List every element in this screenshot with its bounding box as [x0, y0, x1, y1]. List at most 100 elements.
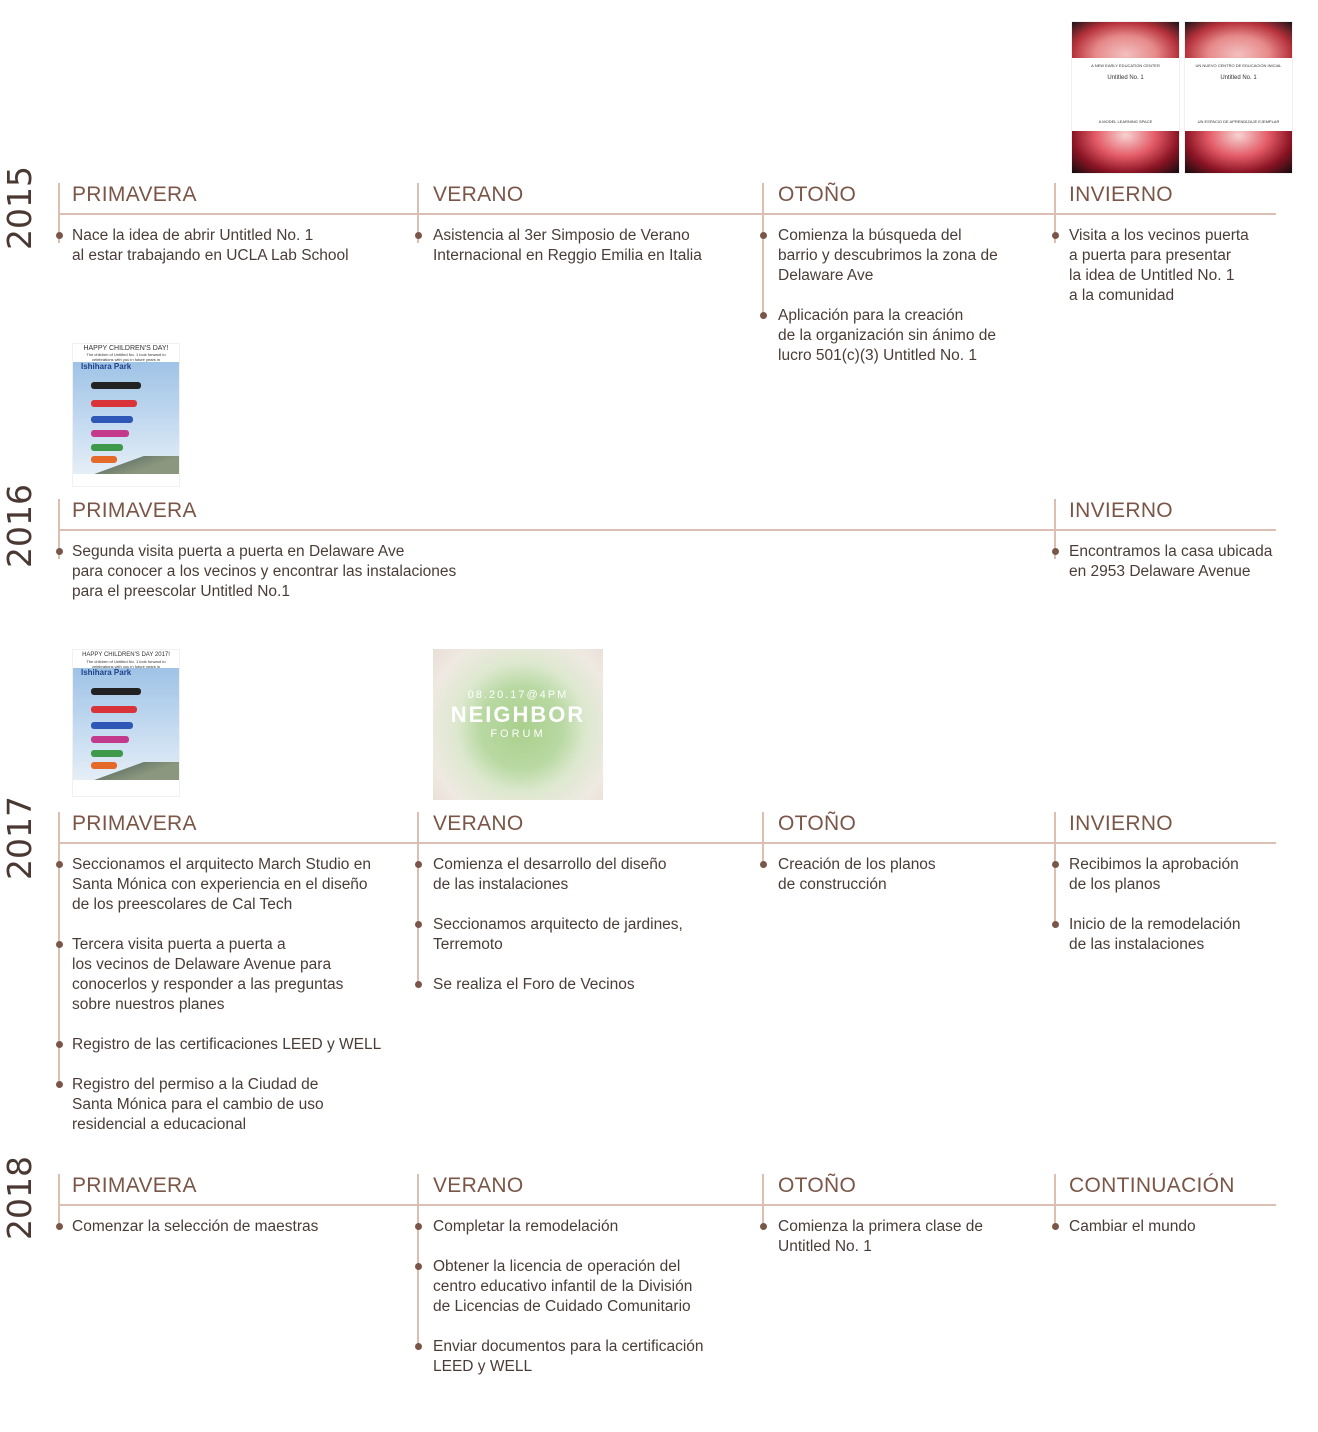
childrens-day-2017-poster: HAPPY CHILDREN'S DAY 2017! The children …	[72, 649, 180, 797]
park-name: Ishihara Park	[81, 362, 132, 371]
flower-photo-bottom	[1185, 131, 1292, 173]
flower-photo-bottom	[1072, 131, 1179, 173]
year-label-2017: 2017	[0, 796, 39, 880]
timeline-item: Registro de las certificaciones LEED y W…	[72, 1036, 382, 1053]
year-label-2015: 2015	[0, 166, 39, 250]
timeline-item: Se realiza el Foro de Vecinos	[433, 976, 635, 993]
koinobori-kite	[91, 736, 129, 743]
bullet-dot	[415, 1263, 422, 1270]
season-divider	[1054, 499, 1056, 559]
timeline-item: Cambiar el mundo	[1069, 1218, 1196, 1235]
timeline-line-2015	[58, 213, 1276, 215]
timeline-line-2017	[58, 842, 1276, 844]
bullet-dot	[56, 1041, 63, 1048]
flower-photo-top	[1185, 22, 1292, 58]
poster-title: HAPPY CHILDREN'S DAY 2017!	[82, 652, 170, 658]
timeline-item: Completar la remodelación	[433, 1218, 619, 1235]
season-divider	[417, 812, 419, 988]
season-heading-summer: VERANO	[433, 812, 524, 835]
flyer-footer: A MODEL LEARNING SPACE	[1098, 119, 1153, 124]
bullet-dot	[415, 1343, 422, 1350]
bullet-dot	[760, 312, 767, 319]
timeline-item: Comienza la búsqueda del barrio y descub…	[778, 227, 998, 284]
season-heading-winter: INVIERNO	[1069, 183, 1173, 206]
bullet-dot	[1052, 921, 1059, 928]
season-divider	[417, 1174, 419, 1350]
bullet-dot	[1052, 1223, 1059, 1230]
season-divider	[1054, 1174, 1056, 1230]
koinobori-kite	[91, 400, 137, 407]
forum-subtitle: FORUM	[490, 728, 546, 740]
season-divider	[58, 183, 60, 243]
bullet-dot	[415, 232, 422, 239]
season-heading-continuation: CONTINUACIÓN	[1069, 1174, 1235, 1197]
bullet-dot	[760, 1223, 767, 1230]
season-divider	[1054, 812, 1056, 928]
flyer-title: Untitled No. 1	[1220, 75, 1257, 81]
season-heading-winter: INVIERNO	[1069, 499, 1173, 522]
bullet-dot	[56, 548, 63, 555]
bullet-dot	[415, 921, 422, 928]
neighbor-forum-image: 08.20.17@4PM NEIGHBOR FORUM	[433, 649, 603, 800]
season-heading-spring: PRIMAVERA	[72, 812, 197, 835]
bullet-dot	[56, 232, 63, 239]
season-divider	[762, 1174, 764, 1230]
season-heading-autumn: OTOÑO	[778, 1174, 857, 1197]
bullet-dot	[1052, 548, 1059, 555]
poster-subtitle: The children of Untitled No. 1 look forw…	[86, 659, 166, 669]
season-heading-summer: VERANO	[433, 1174, 524, 1197]
timeline-item: Enviar documentos para la certificación …	[433, 1338, 704, 1375]
season-divider	[58, 1174, 60, 1230]
koinobori-kite	[91, 750, 123, 757]
flyer-heading: A NEW EARLY EDUCATION CENTER	[1091, 63, 1160, 68]
bullet-dot	[760, 232, 767, 239]
timeline-item: Recibimos la aprobación de los planos	[1069, 856, 1239, 893]
childrens-day-2016-poster: HAPPY CHILDREN'S DAY! The children of Un…	[72, 343, 180, 487]
timeline-item: Obtener la licencia de operación del cen…	[433, 1258, 693, 1315]
flyer-english-image: A NEW EARLY EDUCATION CENTER Untitled No…	[1071, 21, 1180, 174]
timeline-line-2018	[58, 1204, 1276, 1206]
mountain-silhouette	[73, 456, 179, 474]
season-heading-winter: INVIERNO	[1069, 812, 1173, 835]
park-name: Ishihara Park	[81, 668, 132, 677]
bullet-dot	[56, 1081, 63, 1088]
season-divider	[762, 183, 764, 319]
timeline-item: Encontramos la casa ubicada en 2953 Dela…	[1069, 543, 1273, 580]
timeline-item: Seccionamos el arquitecto March Studio e…	[72, 856, 371, 913]
year-label-2018: 2018	[0, 1156, 39, 1240]
timeline-item: Inicio de la remodelación de las instala…	[1069, 916, 1241, 953]
season-heading-spring: PRIMAVERA	[72, 499, 197, 522]
koinobori-kite	[91, 416, 133, 423]
bullet-dot	[56, 861, 63, 868]
season-heading-summer: VERANO	[433, 183, 524, 206]
season-divider	[58, 499, 60, 559]
season-heading-spring: PRIMAVERA	[72, 1174, 197, 1197]
timeline-item: Aplicación para la creación de la organi…	[778, 307, 996, 364]
timeline-item: Comenzar la selección de maestras	[72, 1218, 319, 1235]
timeline-item: Seccionamos arquitecto de jardines, Terr…	[433, 916, 683, 953]
flyer-spanish-image: UN NUEVO CENTRO DE EDUCACIÓN INICIAL Unt…	[1184, 21, 1293, 174]
bullet-dot	[1052, 861, 1059, 868]
flyer-title: Untitled No. 1	[1107, 75, 1144, 81]
bullet-dot	[415, 861, 422, 868]
bullet-dot	[56, 1223, 63, 1230]
season-divider	[1054, 183, 1056, 243]
timeline-item: Creación de los planos de construcción	[778, 856, 936, 893]
koinobori-kite	[91, 430, 129, 437]
season-divider	[417, 183, 419, 243]
timeline-item: Registro del permiso a la Ciudad de Sant…	[72, 1076, 324, 1133]
bullet-dot	[415, 1223, 422, 1230]
season-divider	[762, 812, 764, 868]
timeline-line-2016	[58, 529, 1276, 531]
koinobori-kite	[91, 706, 137, 713]
timeline-item: Nace la idea de abrir Untitled No. 1 al …	[72, 227, 349, 264]
poster-subtitle: The children of Untitled No. 1 look forw…	[86, 352, 166, 362]
koinobori-kite	[91, 444, 123, 451]
bullet-dot	[760, 861, 767, 868]
bullet-dot	[415, 981, 422, 988]
sky-photo: Ishihara Park	[73, 362, 179, 474]
sky-photo: Ishihara Park	[73, 668, 179, 780]
flyer-heading: UN NUEVO CENTRO DE EDUCACIÓN INICIAL	[1195, 63, 1282, 68]
forum-title: NEIGHBOR	[450, 702, 586, 727]
koinobori-kite	[91, 688, 141, 695]
